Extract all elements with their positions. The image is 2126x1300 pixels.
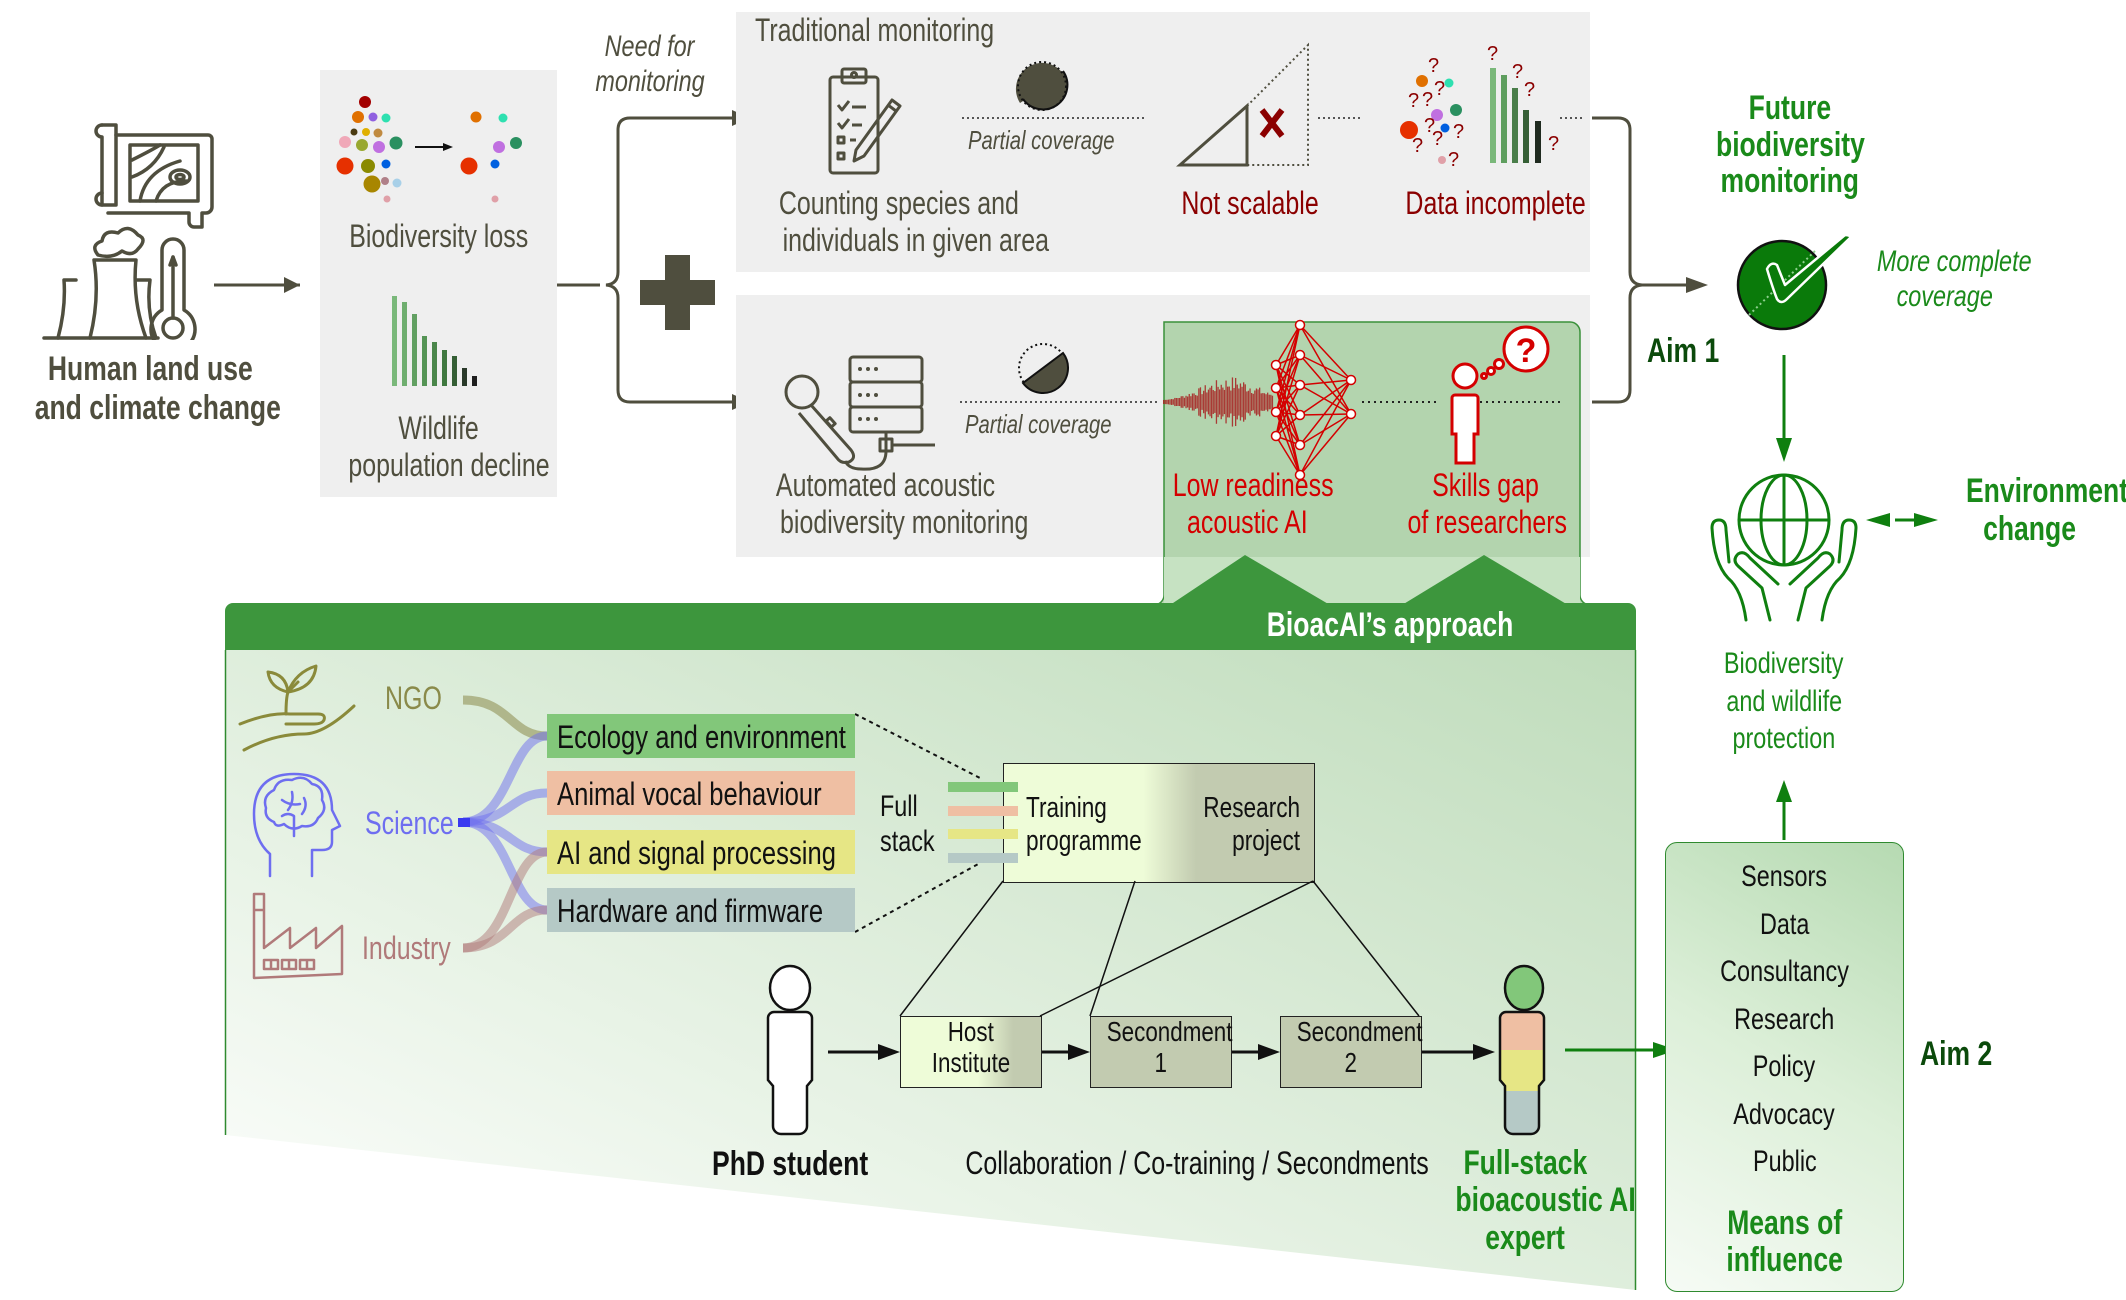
traditional-description: Counting species and individuals in give… — [778, 185, 1049, 258]
globe-in-hands-icon — [1710, 473, 1858, 622]
svg-text:?: ? — [1516, 332, 1537, 370]
influence-item: Research — [1734, 1002, 1835, 1036]
svg-text:?: ? — [1548, 133, 1559, 155]
more-complete-coverage-label: More complete coverage — [1876, 245, 2032, 313]
svg-text:?: ? — [1512, 61, 1523, 83]
need-for-monitoring-label: Need for monitoring — [595, 30, 705, 98]
low-readiness-label: Low readiness acoustic AI — [1172, 467, 1334, 540]
science-brain-head-icon — [252, 772, 342, 878]
drivers-title-line2: and climate change — [34, 389, 281, 428]
drivers-title-line1: Human land use — [47, 350, 253, 388]
researcher-question-icon — [1450, 325, 1550, 465]
svg-text:?: ? — [1453, 121, 1464, 143]
collaboration-label: Collaboration / Co-training / Secondment… — [965, 1145, 1429, 1181]
svg-text:?: ? — [1424, 115, 1435, 137]
expert-figure — [1498, 964, 1546, 1136]
research-project-label: Research project — [1203, 792, 1300, 858]
not-scalable-label: Not scalable — [1181, 185, 1319, 221]
influence-item: Data — [1759, 907, 1810, 941]
complete-coverage-check-icon — [1736, 235, 1853, 331]
arrow-to-future — [1686, 277, 1708, 293]
sound-waveform-icon — [1163, 377, 1274, 427]
sector-industry: Industry — [362, 930, 451, 966]
not-scalable-triangle-icon — [1176, 42, 1309, 167]
phd-student-figure — [766, 964, 814, 1136]
pointer-skills-gap — [1402, 555, 1568, 605]
influence-item: Consultancy — [1720, 955, 1849, 988]
sector-ngo: NGO — [385, 680, 442, 716]
stack-bar-ecology — [948, 782, 1018, 792]
influence-item: Sensors — [1741, 860, 1828, 893]
pointer-low-readiness — [1170, 555, 1330, 605]
traditional-coverage-label: Partial coverage — [968, 125, 1115, 155]
land-use-climate-icon — [42, 123, 214, 340]
approach-header: BioacAI’s approach — [225, 603, 1636, 650]
population-decline-chart-icon — [392, 296, 477, 386]
clipboard-checklist-icon — [828, 67, 902, 175]
svg-text:?: ? — [1408, 90, 1419, 112]
environmental-change-label: Environmental change — [1965, 472, 2126, 549]
stack-bar-animal — [948, 806, 1018, 816]
svg-text:?: ? — [1448, 149, 1459, 171]
sector-science: Science — [365, 805, 454, 841]
influence-item: Policy — [1753, 1050, 1816, 1083]
aim-1-label: Aim 1 — [1647, 332, 1720, 370]
drivers-title: Human land use and climate change — [0, 350, 300, 428]
means-of-influence-title: Means of influence — [1726, 1204, 1843, 1280]
expert-label: Full-stack bioacoustic AI expert — [1455, 1144, 1636, 1257]
influence-item: Public — [1752, 1145, 1817, 1178]
ngo-plant-hand-icon — [238, 664, 356, 752]
svg-text:?: ? — [1432, 128, 1443, 150]
skills-gap-label: Skills gap of researchers — [1407, 467, 1568, 540]
svg-text:?: ? — [1428, 55, 1439, 77]
svg-text:?: ? — [1422, 89, 1433, 111]
data-incomplete-label: Data incomplete — [1405, 185, 1586, 221]
aim-2-label: Aim 2 — [1920, 1035, 1993, 1073]
partial-coverage-icon-2 — [1018, 343, 1069, 394]
biodiversity-loss-icon — [336, 96, 522, 203]
approach-header-title: BioacAI’s approach — [1266, 606, 1514, 644]
stack-bar-hardware — [948, 853, 1018, 863]
skill-ai-signal: AI and signal processing — [547, 830, 855, 874]
protection-label: Biodiversity and wildlife protection — [1724, 647, 1844, 755]
biodiversity-loss-label: Biodiversity loss — [349, 218, 528, 254]
influence-item: Advocacy — [1733, 1097, 1836, 1131]
industry-factory-icon — [252, 892, 344, 980]
ribbon-science-hardware — [462, 817, 548, 915]
wildlife-decline-label: Wildlife population decline — [348, 410, 550, 483]
future-monitoring-title: Future biodiversity monitoring — [1715, 89, 1865, 201]
skill-animal-vocal: Animal vocal behaviour — [547, 771, 855, 815]
skill-ecology: Ecology and environment — [547, 714, 855, 758]
svg-text:?: ? — [1434, 78, 1445, 100]
acoustic-recorder-icon — [784, 355, 935, 471]
partial-coverage-icon — [1015, 61, 1069, 111]
training-research-box: Training programme Research project — [1003, 763, 1315, 883]
svg-text:?: ? — [1412, 135, 1423, 157]
plus-icon — [640, 255, 715, 330]
automated-description: Automated acoustic biodiversity monitori… — [775, 467, 1029, 540]
svg-text:?: ? — [1524, 79, 1535, 101]
skill-hardware: Hardware and firmware — [547, 888, 855, 932]
stack-bar-ai — [948, 829, 1018, 839]
automated-coverage-label: Partial coverage — [965, 409, 1112, 439]
svg-text:?: ? — [1487, 43, 1498, 65]
phd-student-label: PhD student — [712, 1145, 869, 1183]
training-programme-label: Training programme — [1026, 792, 1142, 858]
neural-network-icon — [1270, 319, 1357, 481]
full-stack-label: Full stack — [880, 790, 935, 858]
traditional-monitoring-title: Traditional monitoring — [755, 12, 995, 48]
ribbon-industry-hardware — [462, 905, 548, 953]
data-incomplete-icon: ?? ?? ?? ?? ? ?? ?? — [1400, 43, 1559, 171]
